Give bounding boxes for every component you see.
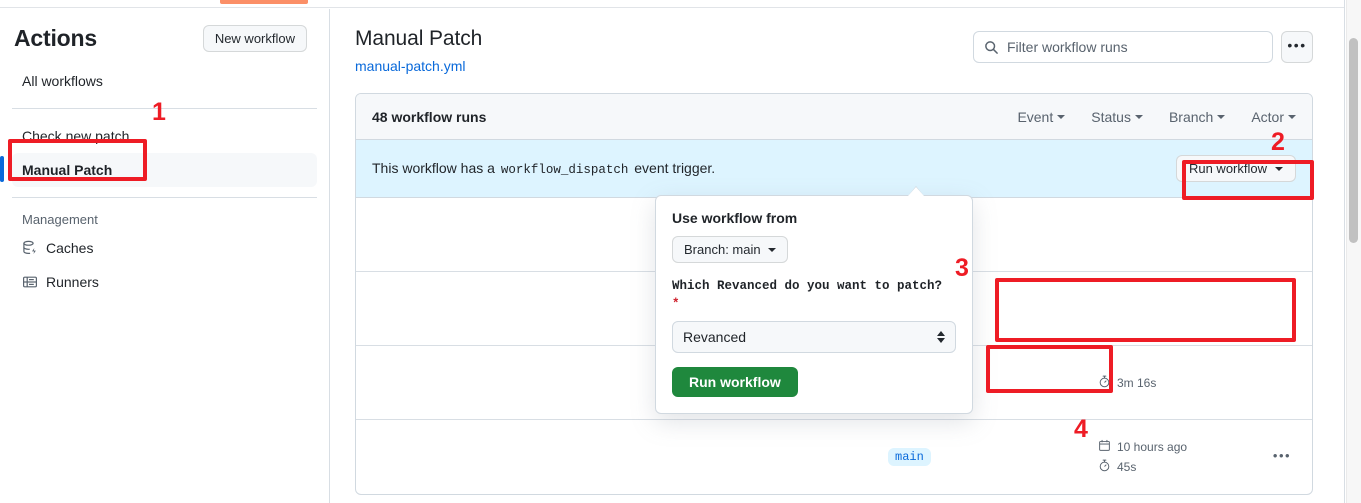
run-meta-cell: 10 hours ago 45s bbox=[1098, 439, 1268, 475]
chevron-down-icon bbox=[1134, 114, 1143, 119]
sidebar-item-label: Check new patch bbox=[22, 128, 130, 144]
chevron-down-icon bbox=[767, 247, 776, 252]
popover-footer: Run workflow bbox=[656, 353, 972, 413]
dispatch-text-after: event trigger. bbox=[634, 160, 716, 176]
top-strip bbox=[0, 0, 1345, 8]
chevron-down-icon bbox=[1288, 114, 1296, 119]
row-more-button[interactable]: ••• bbox=[1272, 447, 1292, 463]
run-started: 10 hours ago bbox=[1098, 439, 1187, 455]
filter-branch-label: Branch bbox=[1168, 108, 1214, 125]
sidebar-item-check-new-patch[interactable]: Check new patch bbox=[12, 119, 317, 153]
sidebar-workflow-group: Check new patch Manual Patch bbox=[0, 119, 329, 187]
use-workflow-from-label: Use workflow from bbox=[672, 210, 798, 226]
page-scrollbar[interactable] bbox=[1346, 0, 1361, 503]
sidebar-item-label: Manual Patch bbox=[22, 162, 113, 178]
filter-branch[interactable]: Branch bbox=[1168, 108, 1226, 125]
sidebar-divider-1 bbox=[12, 108, 317, 109]
main-header: Manual Patch manual-patch.yml ••• bbox=[331, 9, 1345, 77]
sidebar-item-runners[interactable]: Runners bbox=[12, 265, 317, 299]
dispatch-text-before: This workflow has a bbox=[372, 160, 495, 176]
sidebar-header: Actions New workflow bbox=[0, 9, 329, 64]
sidebar-management-list: Caches Runners bbox=[0, 231, 329, 299]
sidebar-workflow-list: All workflows bbox=[0, 64, 329, 98]
required-marker: * bbox=[672, 297, 680, 311]
page-title: Actions bbox=[14, 25, 97, 51]
sidebar-item-label: Runners bbox=[46, 274, 99, 290]
row-more-button[interactable] bbox=[1268, 381, 1296, 385]
content-right-edge bbox=[1344, 0, 1345, 503]
submit-run-workflow-button[interactable]: Run workflow bbox=[672, 367, 798, 397]
workflow-input-label-text: Which Revanced do you want to patch? bbox=[672, 279, 943, 293]
calendar-icon bbox=[1098, 439, 1111, 455]
row-more-button[interactable] bbox=[1268, 233, 1296, 237]
row-more-button[interactable] bbox=[1268, 307, 1296, 311]
run-workflow-button-label: Run workflow bbox=[1188, 161, 1267, 176]
sidebar-item-manual-patch[interactable]: Manual Patch bbox=[0, 153, 317, 187]
runners-icon bbox=[22, 274, 38, 290]
branch-badge[interactable]: main bbox=[888, 448, 931, 466]
run-duration: 45s bbox=[1098, 459, 1136, 475]
sidebar-item-label: Caches bbox=[46, 240, 94, 256]
stopwatch-icon bbox=[1098, 459, 1111, 475]
run-workflow-dropdown-button[interactable]: Run workflow bbox=[1175, 155, 1296, 182]
sidebar: Actions New workflow All workflows Check… bbox=[0, 9, 330, 503]
run-workflow-popover: Use workflow from Branch: main Which Rev… bbox=[655, 195, 973, 414]
run-branch-cell: main bbox=[888, 448, 1098, 466]
stopwatch-icon bbox=[1098, 375, 1111, 391]
run-duration-text: 3m 16s bbox=[1117, 375, 1157, 390]
workflow-input-label: Which Revanced do you want to patch? * bbox=[672, 277, 956, 313]
workflow-heading-block: Manual Patch manual-patch.yml bbox=[355, 25, 482, 77]
popover-input-field: Which Revanced do you want to patch? * R… bbox=[656, 275, 972, 353]
runs-count-label: 48 workflow runs bbox=[372, 108, 487, 125]
revanced-select[interactable]: Revanced bbox=[672, 321, 956, 353]
header-actions: ••• bbox=[973, 31, 1313, 63]
search-input[interactable] bbox=[1007, 39, 1262, 55]
run-duration: 3m 16s bbox=[1098, 375, 1156, 391]
select-updown-icon bbox=[937, 331, 945, 343]
workflow-file-link[interactable]: manual-patch.yml bbox=[355, 58, 466, 74]
scrollbar-thumb[interactable] bbox=[1349, 38, 1358, 243]
branch-select-button[interactable]: Branch: main bbox=[672, 236, 788, 263]
chevron-down-icon bbox=[1275, 166, 1283, 171]
filter-event[interactable]: Event bbox=[1017, 108, 1066, 125]
runs-filters: Event Status Branch Actor bbox=[1017, 109, 1296, 125]
filter-actor-label: Actor bbox=[1251, 108, 1284, 125]
revanced-select-value: Revanced bbox=[683, 329, 747, 345]
filter-status[interactable]: Status bbox=[1091, 109, 1143, 125]
search-icon bbox=[984, 40, 999, 55]
run-meta-cell: 3m 16s bbox=[1098, 375, 1268, 391]
sidebar-item-label: All workflows bbox=[22, 73, 103, 89]
run-duration-text: 45s bbox=[1117, 460, 1137, 474]
branch-select-label: Branch: main bbox=[684, 242, 761, 257]
table-row[interactable]: main 10 hours ago bbox=[356, 420, 1312, 494]
run-started-text: 10 hours ago bbox=[1117, 440, 1188, 454]
sidebar-item-caches[interactable]: Caches bbox=[12, 231, 317, 265]
dispatch-banner-text: This workflow has a workflow_dispatch ev… bbox=[372, 160, 715, 177]
filter-event-label: Event bbox=[1017, 108, 1054, 125]
chevron-down-icon bbox=[1057, 114, 1066, 119]
filter-actor[interactable]: Actor bbox=[1251, 109, 1296, 125]
sidebar-divider-2 bbox=[12, 197, 317, 198]
workflow-dispatch-banner: This workflow has a workflow_dispatch ev… bbox=[356, 140, 1312, 198]
popover-branch-section: Use workflow from Branch: main bbox=[656, 196, 972, 275]
tab-underline-indicator bbox=[220, 0, 308, 4]
workflow-title: Manual Patch bbox=[355, 27, 483, 50]
runs-header: 48 workflow runs Event Status Branch bbox=[356, 94, 1312, 140]
filter-status-label: Status bbox=[1091, 108, 1131, 125]
sidebar-management-label: Management bbox=[22, 212, 98, 227]
dispatch-event-code: workflow_dispatch bbox=[500, 163, 629, 177]
cache-icon bbox=[22, 240, 38, 256]
more-options-button[interactable]: ••• bbox=[1281, 31, 1313, 63]
new-workflow-button[interactable]: New workflow bbox=[202, 25, 307, 52]
sidebar-item-all-workflows[interactable]: All workflows bbox=[12, 64, 317, 98]
search-box[interactable] bbox=[973, 31, 1273, 63]
chevron-down-icon bbox=[1217, 114, 1226, 119]
main-content: Manual Patch manual-patch.yml ••• bbox=[331, 9, 1345, 503]
